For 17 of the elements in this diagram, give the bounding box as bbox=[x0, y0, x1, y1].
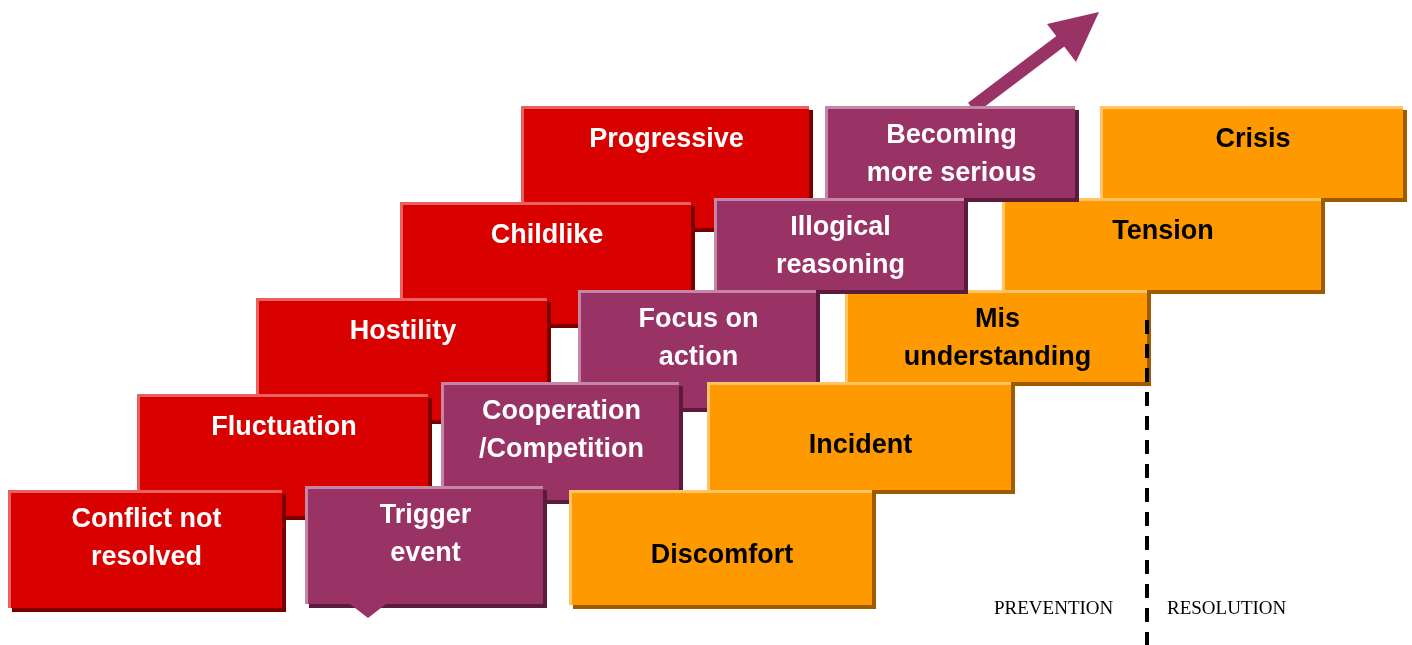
step-label: Conflict not resolved bbox=[70, 502, 223, 573]
section-label: RESOLUTION bbox=[1167, 597, 1287, 619]
step-label: Tension bbox=[1112, 214, 1214, 247]
step-label: Cooperation /Competition bbox=[478, 394, 645, 465]
step-label: Incident bbox=[808, 428, 913, 461]
step-label: Progressive bbox=[589, 122, 744, 155]
step-label: Discomfort bbox=[650, 538, 794, 571]
step-label: Hostility bbox=[349, 314, 457, 347]
step-label: Illogical reasoning bbox=[775, 210, 906, 281]
section-label: PREVENTION bbox=[994, 597, 1114, 619]
step-label: Childlike bbox=[490, 218, 604, 251]
step-label: Fluctuation bbox=[211, 410, 357, 443]
step-label: Becoming more serious bbox=[865, 118, 1038, 189]
step-label: Mis understanding bbox=[902, 302, 1093, 373]
step-label: Focus on action bbox=[637, 302, 760, 373]
step-label: Crisis bbox=[1215, 122, 1291, 155]
step-label: Trigger event bbox=[378, 498, 473, 569]
